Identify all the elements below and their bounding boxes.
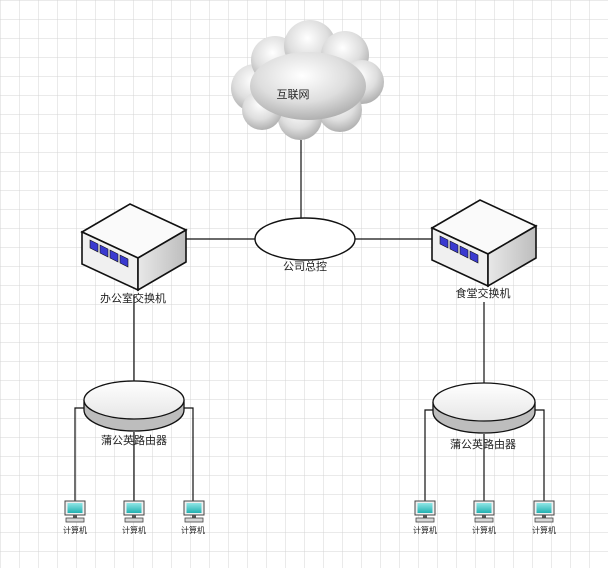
- core-node: 公司总控: [254, 217, 356, 273]
- canteen-switch: 食堂交换机: [431, 199, 537, 300]
- computer-1: 计算机: [63, 500, 87, 535]
- computer-label: 计算机: [532, 525, 556, 535]
- computer-icon: [64, 500, 86, 523]
- computer-label: 计算机: [472, 525, 496, 535]
- computer-icon: [123, 500, 145, 523]
- core-label: 公司总控: [283, 259, 327, 273]
- internet-label: 互联网: [277, 88, 310, 101]
- office-switch: 办公室交换机: [81, 203, 187, 305]
- computer-icon: [533, 500, 555, 523]
- right-router-label: 蒲公英路由器: [450, 437, 516, 451]
- computer-label: 计算机: [413, 525, 437, 535]
- internet-cloud: 互联网: [231, 20, 384, 140]
- computer-label: 计算机: [63, 525, 87, 535]
- computer-icon: [473, 500, 495, 523]
- office-switch-label: 办公室交换机: [100, 291, 166, 305]
- computer-2: 计算机: [122, 500, 146, 535]
- link-left-router-pc1: [74, 407, 84, 503]
- computer-icon: [183, 500, 205, 523]
- computer-3: 计算机: [181, 500, 205, 535]
- canteen-switch-label: 食堂交换机: [456, 286, 511, 300]
- computer-5: 计算机: [472, 500, 496, 535]
- computer-icon: [414, 500, 436, 523]
- right-router: 蒲公英路由器: [432, 382, 536, 451]
- left-router: 蒲公英路由器: [83, 380, 185, 447]
- computer-4: 计算机: [413, 500, 437, 535]
- computer-label: 计算机: [181, 525, 205, 535]
- connection-lines: [74, 140, 545, 503]
- link-right-router-pc3: [535, 409, 545, 503]
- link-right-router-pc1: [424, 409, 433, 503]
- link-left-router-pc3: [184, 407, 194, 503]
- left-router-label: 蒲公英路由器: [101, 433, 167, 447]
- computer-6: 计算机: [532, 500, 556, 535]
- computer-label: 计算机: [122, 525, 146, 535]
